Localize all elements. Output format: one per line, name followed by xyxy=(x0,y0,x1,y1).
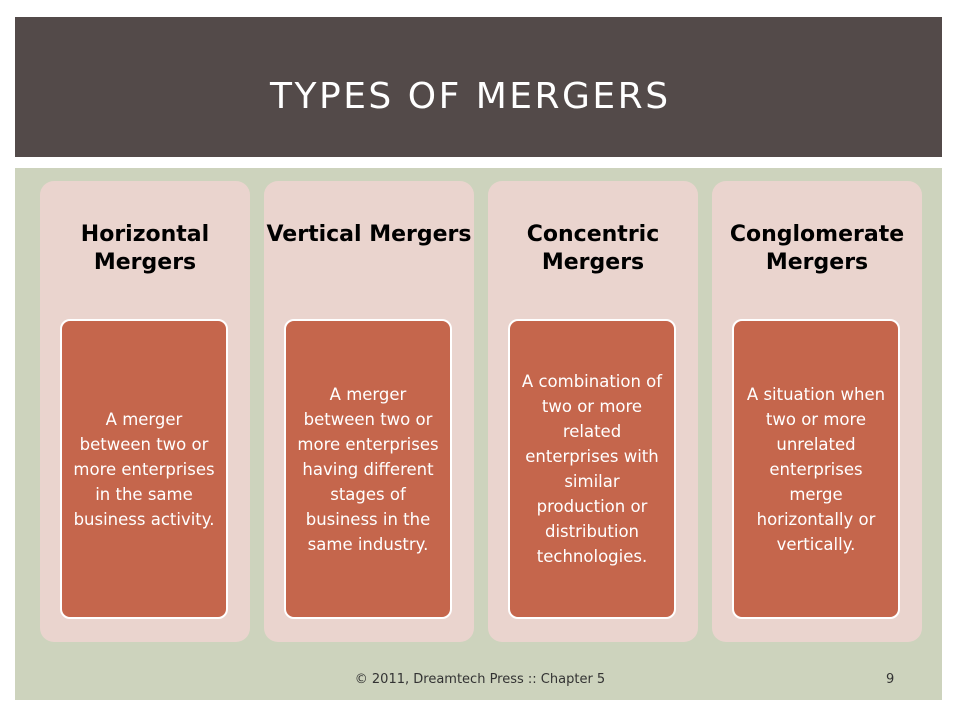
card-description: A situation when two or more unrelated e… xyxy=(746,384,886,554)
page-number: 9 xyxy=(886,672,895,687)
card-description-box: A situation when two or more unrelated e… xyxy=(732,319,900,619)
card-description: A merger between two or more enterprises… xyxy=(297,384,439,554)
card-title: Horizontal Mergers xyxy=(80,222,210,275)
card-horizontal-mergers: Horizontal Mergers A merger between two … xyxy=(40,181,250,642)
card-conglomerate-mergers: Conglomerate Mergers A situation when tw… xyxy=(712,181,922,642)
card-concentric-mergers: Concentric Mergers A combination of two … xyxy=(488,181,698,642)
card-title: Concentric Mergers xyxy=(526,222,660,275)
card-vertical-mergers: Vertical Mergers A merger between two or… xyxy=(264,181,474,642)
card-description-box: A merger between two or more enterprises… xyxy=(60,319,228,619)
card-description-box: A combination of two or more related ent… xyxy=(508,319,676,619)
title-bar xyxy=(15,17,942,157)
card-title: Vertical Mergers xyxy=(266,222,472,247)
card-description-box: A merger between two or more enterprises… xyxy=(284,319,452,619)
card-description: A combination of two or more related ent… xyxy=(521,372,663,566)
slide-title: TYPES OF MERGERS xyxy=(270,76,671,117)
card-title: Conglomerate Mergers xyxy=(729,222,905,275)
card-description: A merger between two or more enterprises… xyxy=(73,409,215,529)
slide-footer: © 2011, Dreamtech Press :: Chapter 5 xyxy=(354,672,606,687)
